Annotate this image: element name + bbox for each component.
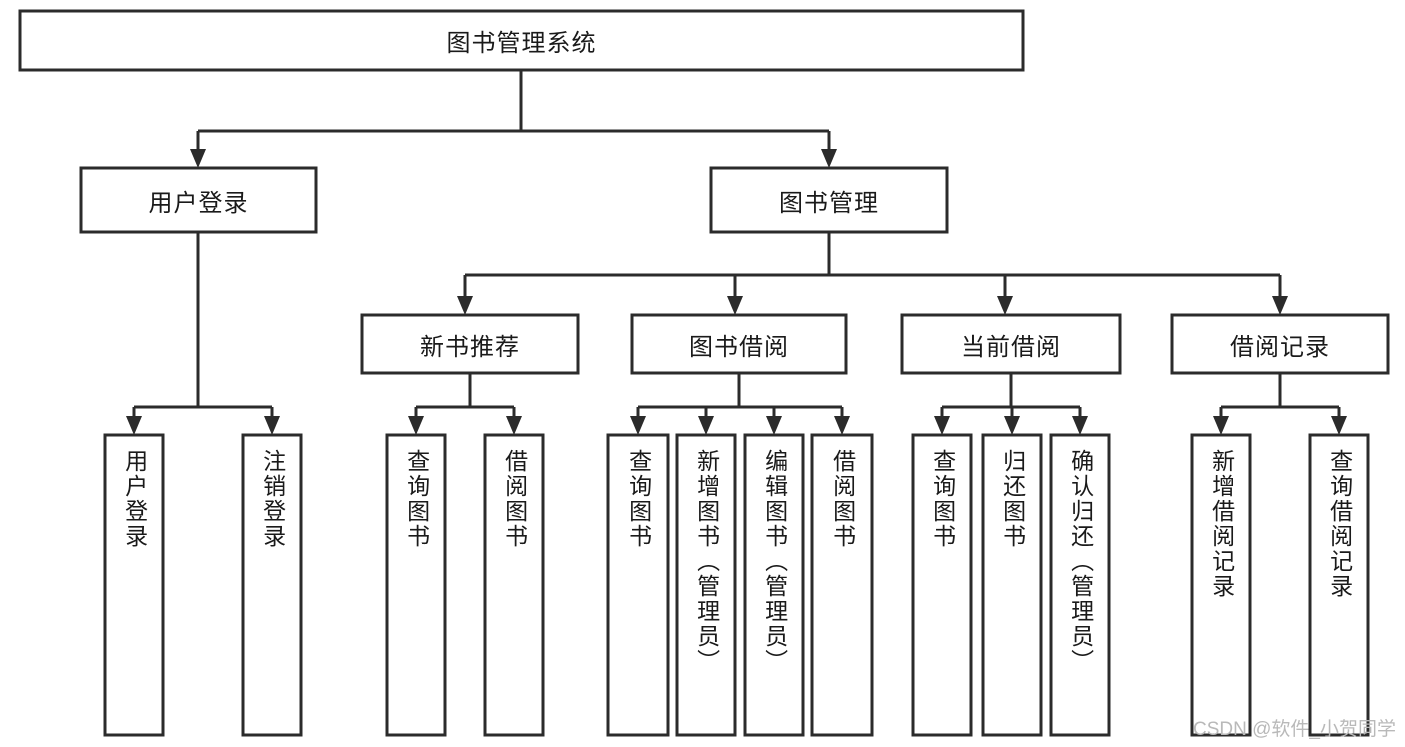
level2-node-0-box[interactable]: [79, 166, 318, 234]
arrow-head-icon: [727, 296, 743, 315]
arrow-head-icon: [821, 149, 837, 168]
arrow-head-icon: [457, 296, 473, 315]
leaf-node-1-box[interactable]: [241, 433, 303, 737]
leaf-node-7-box[interactable]: [810, 433, 874, 737]
arrow-head-icon: [1331, 416, 1347, 435]
arrow-head-icon: [1004, 416, 1020, 435]
arrow-head-icon: [698, 416, 714, 435]
connector-layer: [126, 70, 1347, 435]
level3-node-0-box[interactable]: [360, 313, 580, 375]
level3-node-1-box[interactable]: [630, 313, 848, 375]
leaf-node-9-box[interactable]: [981, 433, 1043, 737]
level3-node-3-box[interactable]: [1170, 313, 1390, 375]
arrow-head-icon: [1272, 296, 1288, 315]
leaf-node-12-box[interactable]: [1308, 433, 1370, 737]
arrow-head-icon: [126, 416, 142, 435]
leaf-node-8-box[interactable]: [911, 433, 973, 737]
arrow-head-icon: [834, 416, 850, 435]
level2-node-1-box[interactable]: [709, 166, 949, 234]
leaf-node-10-box[interactable]: [1049, 433, 1111, 737]
leaf-node-4-box[interactable]: [606, 433, 670, 737]
root-node-main-box[interactable]: [18, 9, 1025, 72]
arrow-head-icon: [934, 416, 950, 435]
level3-node-2-box[interactable]: [900, 313, 1122, 375]
leaf-node-2-box[interactable]: [385, 433, 447, 737]
node-box-layer: [18, 9, 1390, 737]
arrow-head-icon: [408, 416, 424, 435]
arrow-head-icon: [1072, 416, 1088, 435]
leaf-node-0-box[interactable]: [103, 433, 165, 737]
arrow-head-icon: [264, 416, 280, 435]
arrow-head-icon: [997, 296, 1013, 315]
arrow-head-icon: [190, 149, 206, 168]
arrow-head-icon: [630, 416, 646, 435]
leaf-node-6-box[interactable]: [743, 433, 805, 737]
arrow-head-icon: [1213, 416, 1229, 435]
leaf-node-5-box[interactable]: [675, 433, 737, 737]
leaf-node-11-box[interactable]: [1190, 433, 1252, 737]
leaf-node-3-box[interactable]: [483, 433, 545, 737]
arrow-head-icon: [506, 416, 522, 435]
arrow-head-icon: [766, 416, 782, 435]
